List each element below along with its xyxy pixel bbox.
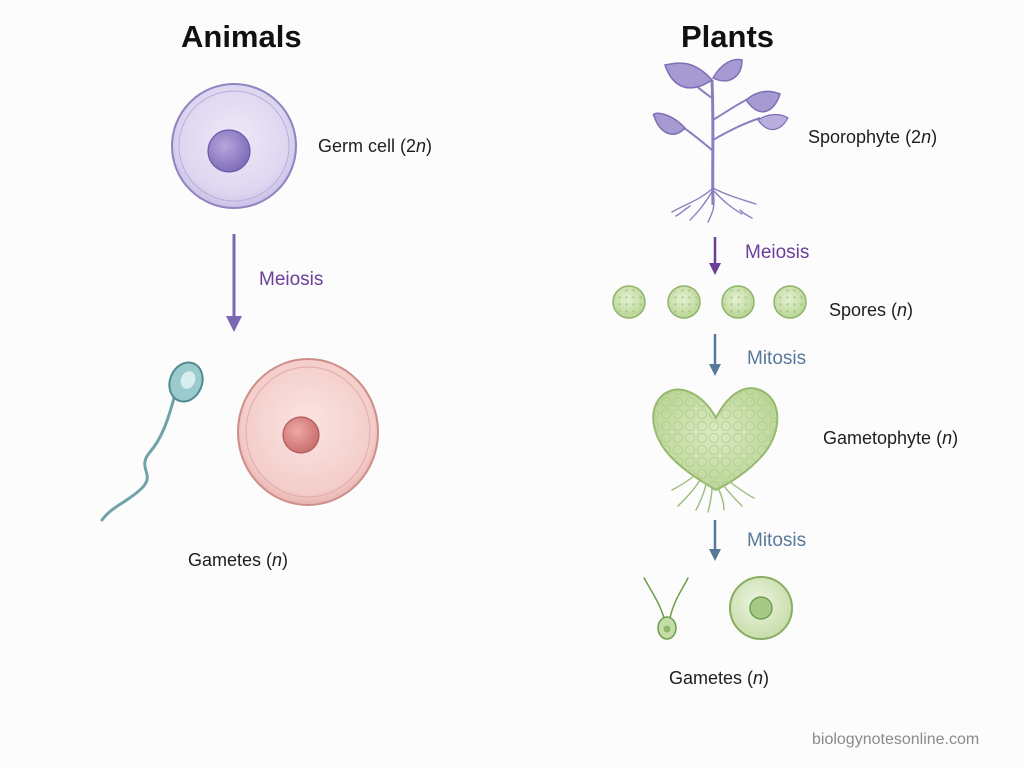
source-credit: biologynotesonline.com <box>812 731 980 748</box>
egg-cell-icon <box>237 358 379 506</box>
plant-meiosis-arrow <box>709 237 721 275</box>
plant-sperm-icon <box>643 577 689 640</box>
germ-cell-icon <box>171 83 297 209</box>
plant-meiosis-label: Meiosis <box>745 242 810 263</box>
germ-cell-label: Germ cell (2n) <box>318 136 433 156</box>
plant-mitosis-label-1: Mitosis <box>747 348 807 369</box>
animal-meiosis-arrow <box>226 234 242 332</box>
plants-title: Plants <box>681 19 775 54</box>
animal-meiosis-label: Meiosis <box>259 269 324 290</box>
gametophyte-label: Gametophyte (n) <box>823 428 959 448</box>
spores-label: Spores (n) <box>829 300 914 320</box>
plant-mitosis-label-2: Mitosis <box>747 530 807 551</box>
animals-title: Animals <box>181 19 302 54</box>
plant-gametes-label: Gametes (n) <box>669 668 770 688</box>
sporophyte-label: Sporophyte (2n) <box>808 127 938 147</box>
plant-egg-icon <box>729 576 793 640</box>
spores-icon <box>612 285 807 319</box>
sperm-icon <box>100 361 204 522</box>
plant-mitosis-arrow-2 <box>709 520 721 561</box>
gametophyte-icon <box>652 387 779 513</box>
sporophyte-plant-icon <box>652 58 789 223</box>
animal-gametes-label: Gametes (n) <box>188 550 289 570</box>
plant-mitosis-arrow-1 <box>709 334 721 376</box>
